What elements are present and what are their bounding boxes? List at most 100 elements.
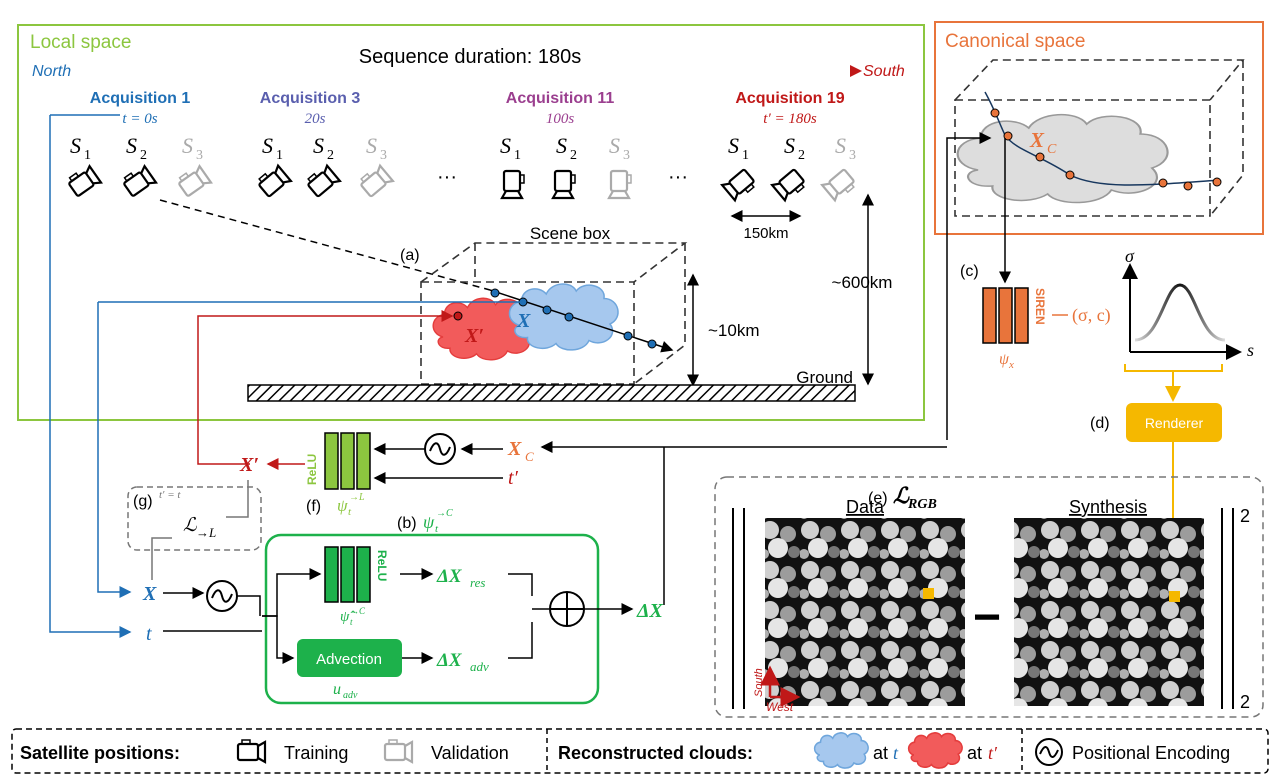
residual-mlp	[324, 546, 371, 603]
label-e: (e)	[868, 490, 888, 507]
renderer-box	[1126, 403, 1222, 442]
psi-hat-sup: →C	[350, 606, 366, 616]
minus-sign: −	[973, 591, 1001, 644]
south-label: South	[863, 63, 905, 80]
forward-x-label: X	[142, 583, 157, 605]
sat-sub: 2	[570, 148, 577, 163]
label-a: (a)	[400, 247, 420, 264]
sat-label-s3: S	[182, 133, 193, 158]
height-10km: ~10km	[708, 321, 760, 340]
delta-x-label: ΔX	[636, 600, 664, 622]
local-space-panel	[17, 24, 925, 421]
legend-tp: t′	[988, 743, 998, 763]
sat-sub: 2	[327, 148, 334, 163]
time-100-label: 100s	[546, 111, 575, 127]
inverse-xc-label: X	[507, 438, 522, 460]
viewing-ray	[159, 199, 491, 291]
sat-label-s2: S	[556, 133, 567, 158]
to-residual-mlp-arrow	[262, 568, 322, 617]
s-label: s	[1247, 340, 1254, 360]
sat-label-s3: S	[366, 133, 377, 158]
camera-icon	[500, 169, 526, 200]
loss-panel	[714, 476, 1264, 718]
ellipsis-2: ···	[668, 166, 688, 188]
north-label: North	[32, 63, 71, 80]
compass-south: South	[753, 668, 765, 697]
x-to-loss	[151, 537, 172, 580]
consistency-loss: ℒ	[183, 515, 198, 536]
sat-label-s3: S	[609, 133, 620, 158]
siren-label: SIREN	[1033, 288, 1047, 325]
sat-sub: 1	[84, 148, 91, 163]
x-input-arrow	[97, 302, 132, 598]
label-g: (g)	[133, 493, 153, 510]
camera-icon	[770, 166, 809, 203]
ground-label: Ground	[796, 368, 853, 387]
loss-rgb-symbol: ℒ	[893, 483, 910, 508]
x-label: X	[516, 310, 531, 332]
legend-box	[11, 728, 1269, 774]
scene-box	[420, 242, 688, 385]
xc-label: X	[1029, 128, 1045, 152]
sat-label-s1: S	[500, 133, 511, 158]
camera-icon	[65, 163, 103, 200]
acquisition-11-label: Acquisition 11	[506, 90, 615, 107]
data-pixel	[923, 588, 934, 599]
data-image	[765, 518, 965, 706]
baseline-150km: 150km	[743, 225, 788, 242]
ellipsis-1: ···	[437, 166, 457, 188]
forward-panel	[264, 533, 600, 705]
res-to-sum-line	[508, 573, 533, 596]
acquisition-1-label: Acquisition 1	[90, 90, 191, 107]
validation-camera-icon	[383, 738, 414, 764]
synthesis-label: Synthesis	[1069, 497, 1147, 517]
forward-psi: ψ	[423, 512, 435, 532]
canonical-ray	[984, 91, 1221, 186]
sat-sub: 2	[140, 148, 147, 163]
psi-x-sub: x	[1008, 359, 1014, 371]
acquisition-3-label: Acquisition 3	[260, 90, 361, 107]
sat-label-s2: S	[784, 133, 795, 158]
camera-icon	[175, 163, 213, 200]
scene-box-label: Scene box	[530, 224, 611, 243]
time-20-label: 20s	[305, 111, 326, 127]
sat-sub: 1	[514, 148, 521, 163]
t-input-arrow	[49, 115, 132, 638]
consistency-condition: t′ = t	[159, 489, 181, 501]
sigma-label: σ	[1125, 246, 1135, 266]
render-bracket	[1124, 364, 1223, 372]
to-advection-arrow	[262, 615, 295, 664]
delta-res-sub: res	[470, 575, 485, 590]
advection-box	[297, 639, 402, 677]
inverse-xc-sub: C	[525, 449, 534, 464]
legend-sine-icon	[1039, 746, 1059, 758]
advection-label: Advection	[316, 651, 382, 668]
camera-icon	[820, 166, 859, 203]
synthesis-pixel	[1169, 591, 1180, 602]
data-label: Data	[846, 497, 885, 517]
local-space-title: Local space	[30, 32, 131, 53]
forward-t-label: t	[146, 623, 152, 645]
u-adv-label: u	[333, 681, 341, 698]
delta-adv-label: ΔX	[436, 650, 463, 671]
renderer-label: Renderer	[1145, 415, 1204, 431]
camera-icon	[551, 169, 577, 200]
sat-sub: 3	[623, 148, 630, 163]
satellite-cameras	[65, 163, 859, 203]
legend-blue-cloud	[813, 732, 869, 769]
canonical-samples	[990, 108, 1222, 191]
sat-label-s2: S	[126, 133, 137, 158]
legend-at-t: at	[873, 743, 888, 763]
inverse-mlp	[324, 432, 371, 490]
sample-x-prime	[453, 311, 463, 321]
delta-res-label: ΔX	[436, 566, 463, 587]
legend-validation: Validation	[431, 743, 509, 763]
sequence-duration-label: Sequence duration: 180s	[359, 46, 581, 68]
x-prime-label: X′	[464, 325, 484, 347]
compass-west: West	[766, 700, 794, 714]
psi-x-label: ψ	[999, 351, 1010, 368]
inverse-xprime-label: X′	[239, 454, 259, 476]
